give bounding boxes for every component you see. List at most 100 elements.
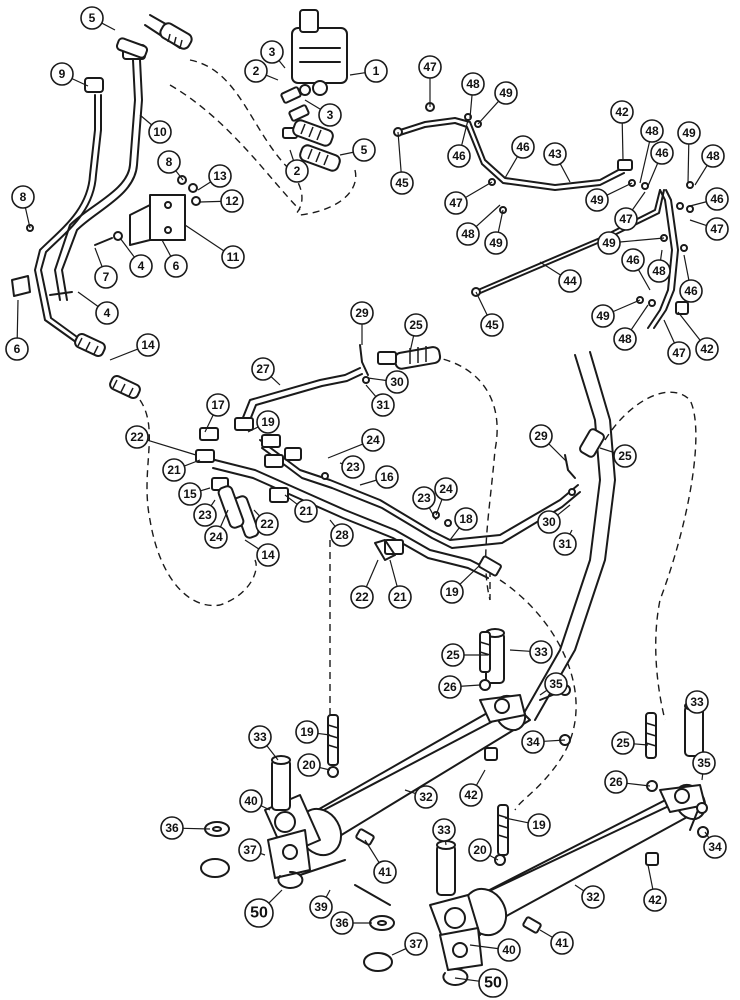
callout-14: 14	[136, 333, 160, 357]
callout-47: 47	[705, 217, 729, 241]
callout-48: 48	[640, 119, 664, 143]
leader-line	[339, 151, 354, 156]
callout-2: 2	[244, 59, 268, 83]
svg-text:47: 47	[449, 196, 463, 210]
leader-line	[475, 769, 486, 786]
callout-17: 17	[206, 393, 230, 417]
callout-26: 26	[438, 675, 462, 699]
svg-text:34: 34	[526, 735, 540, 749]
leader-line	[557, 504, 571, 516]
svg-text:35: 35	[549, 677, 563, 691]
svg-text:43: 43	[548, 147, 562, 161]
callout-45: 45	[480, 313, 504, 337]
svg-text:31: 31	[376, 398, 390, 412]
svg-text:28: 28	[335, 528, 349, 542]
leader-line	[599, 447, 615, 454]
callout-6: 6	[5, 337, 29, 361]
svg-text:50: 50	[484, 975, 502, 992]
callout-1: 1	[364, 59, 388, 83]
svg-text:30: 30	[390, 375, 404, 389]
leader-line	[268, 889, 283, 904]
svg-text:50: 50	[250, 905, 268, 922]
callout-13: 13	[208, 164, 232, 188]
callout-41: 41	[373, 860, 397, 884]
callout-3: 3	[318, 103, 342, 127]
leader-line	[278, 60, 286, 69]
svg-text:24: 24	[439, 482, 453, 496]
leader-line	[621, 122, 624, 161]
svg-text:36: 36	[335, 916, 349, 930]
svg-text:21: 21	[167, 463, 181, 477]
svg-text:8: 8	[20, 190, 27, 204]
callout-35: 35	[544, 672, 568, 696]
leader-line	[647, 864, 654, 890]
callout-48: 48	[461, 72, 485, 96]
svg-text:14: 14	[141, 338, 155, 352]
callout-46: 46	[650, 141, 674, 165]
svg-text:42: 42	[648, 893, 662, 907]
svg-text:29: 29	[534, 429, 548, 443]
leader-line	[630, 304, 649, 331]
svg-text:27: 27	[256, 362, 270, 376]
svg-text:49: 49	[602, 236, 616, 250]
leader-line	[175, 170, 184, 181]
leader-line	[391, 948, 407, 956]
callout-50: 50	[244, 898, 274, 928]
leader-line	[329, 519, 336, 527]
callout-31: 31	[371, 393, 395, 417]
hoses-14-left	[74, 332, 141, 400]
callout-41: 41	[550, 931, 574, 955]
leader-line	[689, 219, 707, 227]
leader-line	[460, 684, 481, 687]
leader-line	[327, 443, 364, 459]
leader-line	[689, 201, 707, 207]
svg-text:47: 47	[672, 346, 686, 360]
callout-23: 23	[412, 486, 436, 510]
leader-line	[701, 773, 704, 781]
callout-22: 22	[350, 585, 374, 609]
leader-line	[319, 766, 331, 771]
leader-line	[197, 181, 212, 191]
leader-line	[633, 743, 649, 746]
callout-44: 44	[558, 269, 582, 293]
leader-line	[94, 247, 103, 267]
leader-line	[359, 479, 377, 486]
svg-text:17: 17	[211, 398, 225, 412]
svg-text:19: 19	[300, 725, 314, 739]
svg-text:26: 26	[443, 680, 457, 694]
svg-text:48: 48	[466, 77, 480, 91]
svg-text:20: 20	[302, 758, 316, 772]
svg-text:34: 34	[708, 840, 722, 854]
callout-47: 47	[667, 341, 691, 365]
svg-text:25: 25	[446, 648, 460, 662]
callout-30: 30	[537, 510, 561, 534]
svg-text:46: 46	[452, 149, 466, 163]
callout-4: 4	[95, 301, 119, 325]
svg-text:37: 37	[243, 843, 257, 857]
svg-text:35: 35	[697, 756, 711, 770]
leader-line	[548, 443, 568, 463]
svg-text:20: 20	[473, 843, 487, 857]
callout-20: 20	[468, 838, 492, 862]
callout-25: 25	[404, 313, 428, 337]
leader-line	[161, 239, 172, 257]
leader-line	[101, 22, 116, 31]
svg-text:40: 40	[244, 794, 258, 808]
leader-line	[253, 509, 260, 517]
leader-line	[606, 182, 633, 196]
leader-line	[475, 204, 501, 228]
leader-line	[489, 854, 499, 861]
callout-33: 33	[685, 690, 709, 714]
svg-text:48: 48	[706, 149, 720, 163]
svg-text:15: 15	[183, 487, 197, 501]
svg-text:9: 9	[59, 67, 66, 81]
callout-33: 33	[529, 640, 553, 664]
leader-line	[504, 817, 529, 824]
svg-text:22: 22	[130, 430, 144, 444]
callout-18: 18	[454, 507, 478, 531]
callout-25: 25	[611, 731, 635, 755]
callout-40: 40	[497, 938, 521, 962]
svg-text:25: 25	[616, 736, 630, 750]
svg-text:41: 41	[555, 936, 569, 950]
svg-text:49: 49	[590, 193, 604, 207]
